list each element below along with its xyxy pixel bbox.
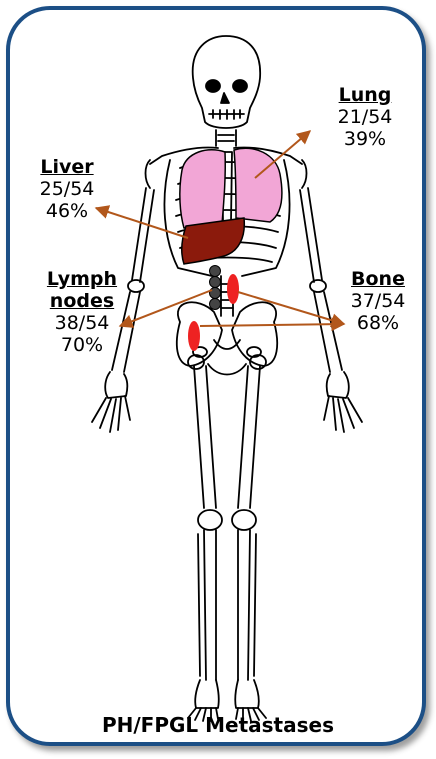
lymph-node-cluster bbox=[210, 266, 221, 310]
lung-count: 21/54 bbox=[322, 106, 408, 128]
lymph-title-line2: nodes bbox=[34, 290, 130, 312]
bone-count: 37/54 bbox=[336, 290, 420, 312]
liver-label: Liver 25/54 46% bbox=[24, 156, 110, 222]
bone-lesion-spine bbox=[227, 274, 239, 304]
liver-count: 25/54 bbox=[24, 178, 110, 200]
lymph-count: 38/54 bbox=[34, 312, 130, 334]
lung-shape bbox=[180, 150, 225, 228]
bone-percent: 68% bbox=[336, 312, 420, 334]
bone-arrow-2 bbox=[200, 324, 344, 326]
bone-title: Bone bbox=[336, 268, 420, 290]
caption: PH/FPGL Metastases bbox=[0, 713, 436, 737]
lymph-arrow bbox=[120, 290, 212, 326]
bone-lesion-pelvis bbox=[188, 321, 200, 351]
liver-title: Liver bbox=[24, 156, 110, 178]
lymph-percent: 70% bbox=[34, 334, 130, 356]
liver-percent: 46% bbox=[24, 200, 110, 222]
lung-label: Lung 21/54 39% bbox=[322, 84, 408, 150]
lung-percent: 39% bbox=[322, 128, 408, 150]
lymph-title-line1: Lymph bbox=[34, 268, 130, 290]
lymph-nodes-label: Lymph nodes 38/54 70% bbox=[34, 268, 130, 356]
lung-title: Lung bbox=[322, 84, 408, 106]
bone-label: Bone 37/54 68% bbox=[336, 268, 420, 334]
lung-shape-right bbox=[234, 148, 282, 222]
